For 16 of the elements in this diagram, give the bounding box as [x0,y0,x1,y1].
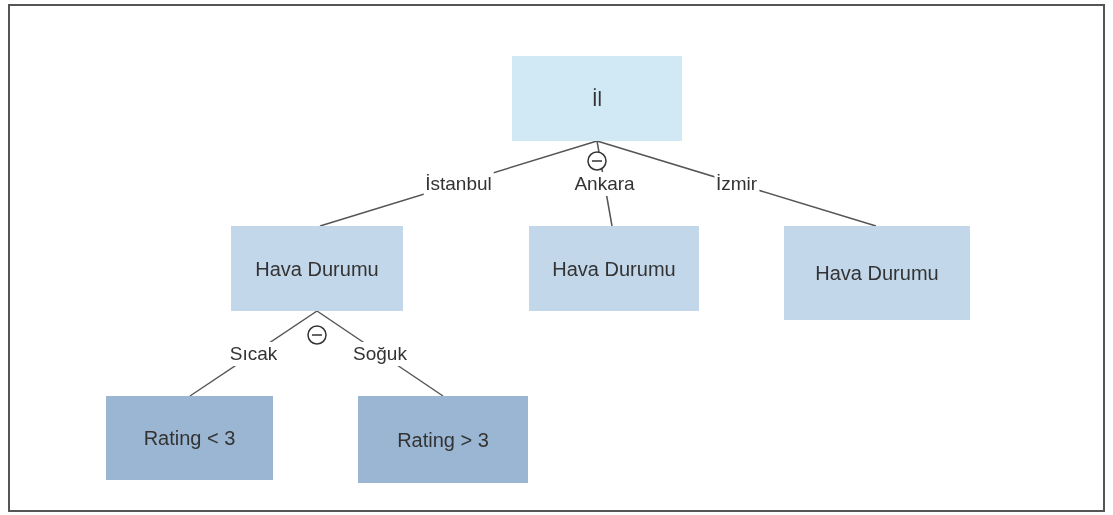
tree-node-box [529,226,699,311]
edge-label: Soğuk [351,341,409,366]
tree-node-box [106,396,273,480]
node-label: Hava Durumu [815,261,939,286]
tree-node-box [512,56,682,141]
tree-node-box [358,396,528,483]
node-label: Rating > 3 [397,427,489,453]
edge-label: Ankara [572,171,637,196]
tree-node-box [784,226,970,320]
edge-label: Sıcak [227,341,280,366]
node-label: İl [592,86,602,112]
node-label: Hava Durumu [255,256,379,282]
node-label: Hava Durumu [552,256,676,282]
node-label: Rating < 3 [143,426,236,451]
tree-node-box [231,226,403,311]
edge-label: İstanbul [423,171,494,196]
